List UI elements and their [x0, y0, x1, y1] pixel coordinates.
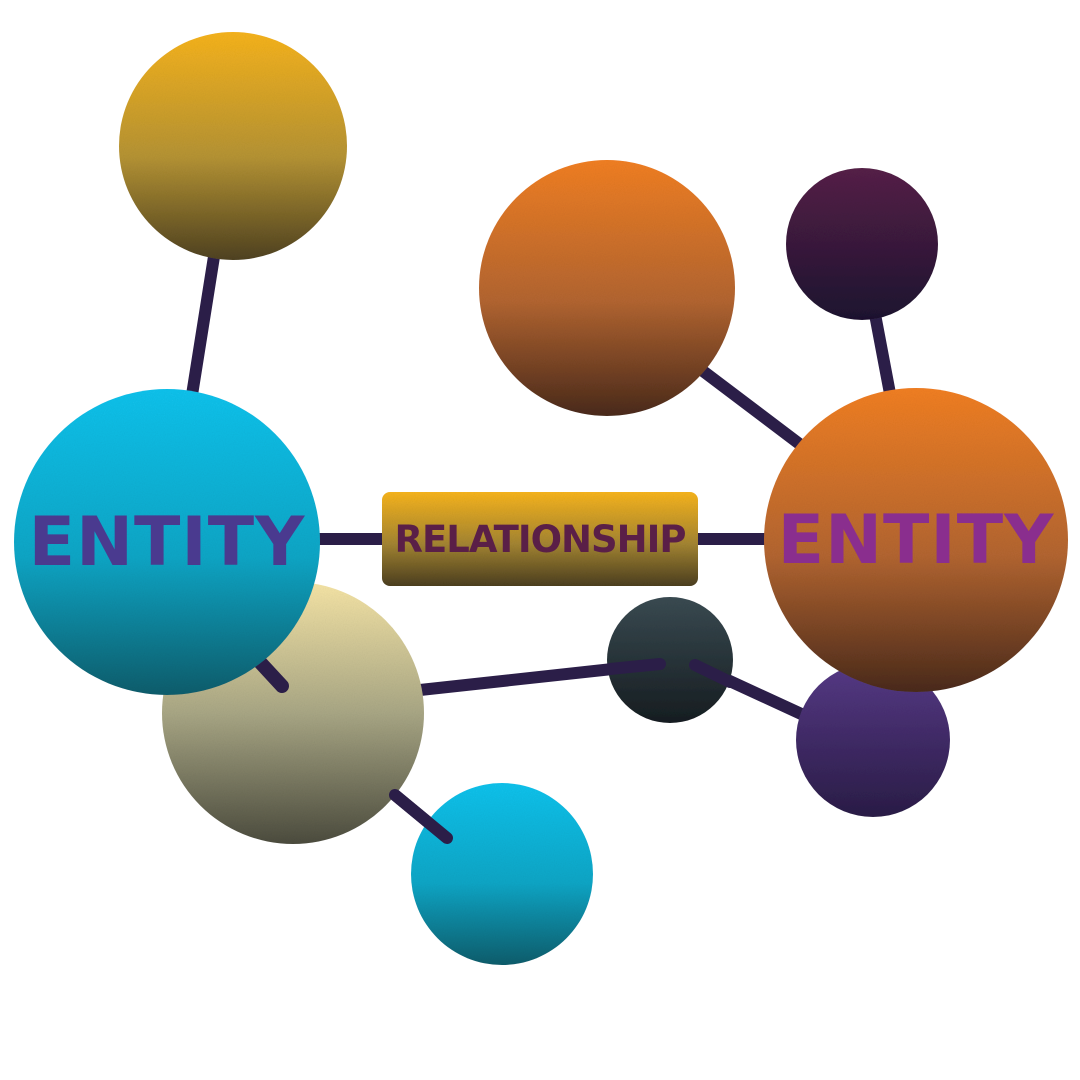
- relationship-box: [382, 492, 698, 586]
- right-entity-label: ENTITY: [778, 501, 1055, 580]
- left-entity-circle: [14, 389, 320, 695]
- right-entity: ENTITY: [764, 388, 1068, 692]
- node-violet: [796, 663, 950, 817]
- node-orange: [479, 160, 735, 416]
- node-plum: [786, 168, 938, 320]
- relationship-label: RELATIONSHIP: [394, 518, 685, 561]
- node-cyan-small: [411, 783, 593, 965]
- connector-slate-stub: [604, 658, 666, 675]
- left-entity: ENTITY: [14, 389, 320, 695]
- node-slate: [607, 597, 733, 723]
- connector-sand-to-left-entity: [251, 653, 289, 693]
- node-gold: [119, 32, 347, 260]
- connector-sand-to-cyan-small-stub: [389, 789, 453, 844]
- left-entity-label: ENTITY: [29, 503, 306, 582]
- relationship: RELATIONSHIP: [382, 492, 698, 586]
- connector-slate-stub-right: [689, 659, 736, 688]
- right-entity-circle: [764, 388, 1068, 692]
